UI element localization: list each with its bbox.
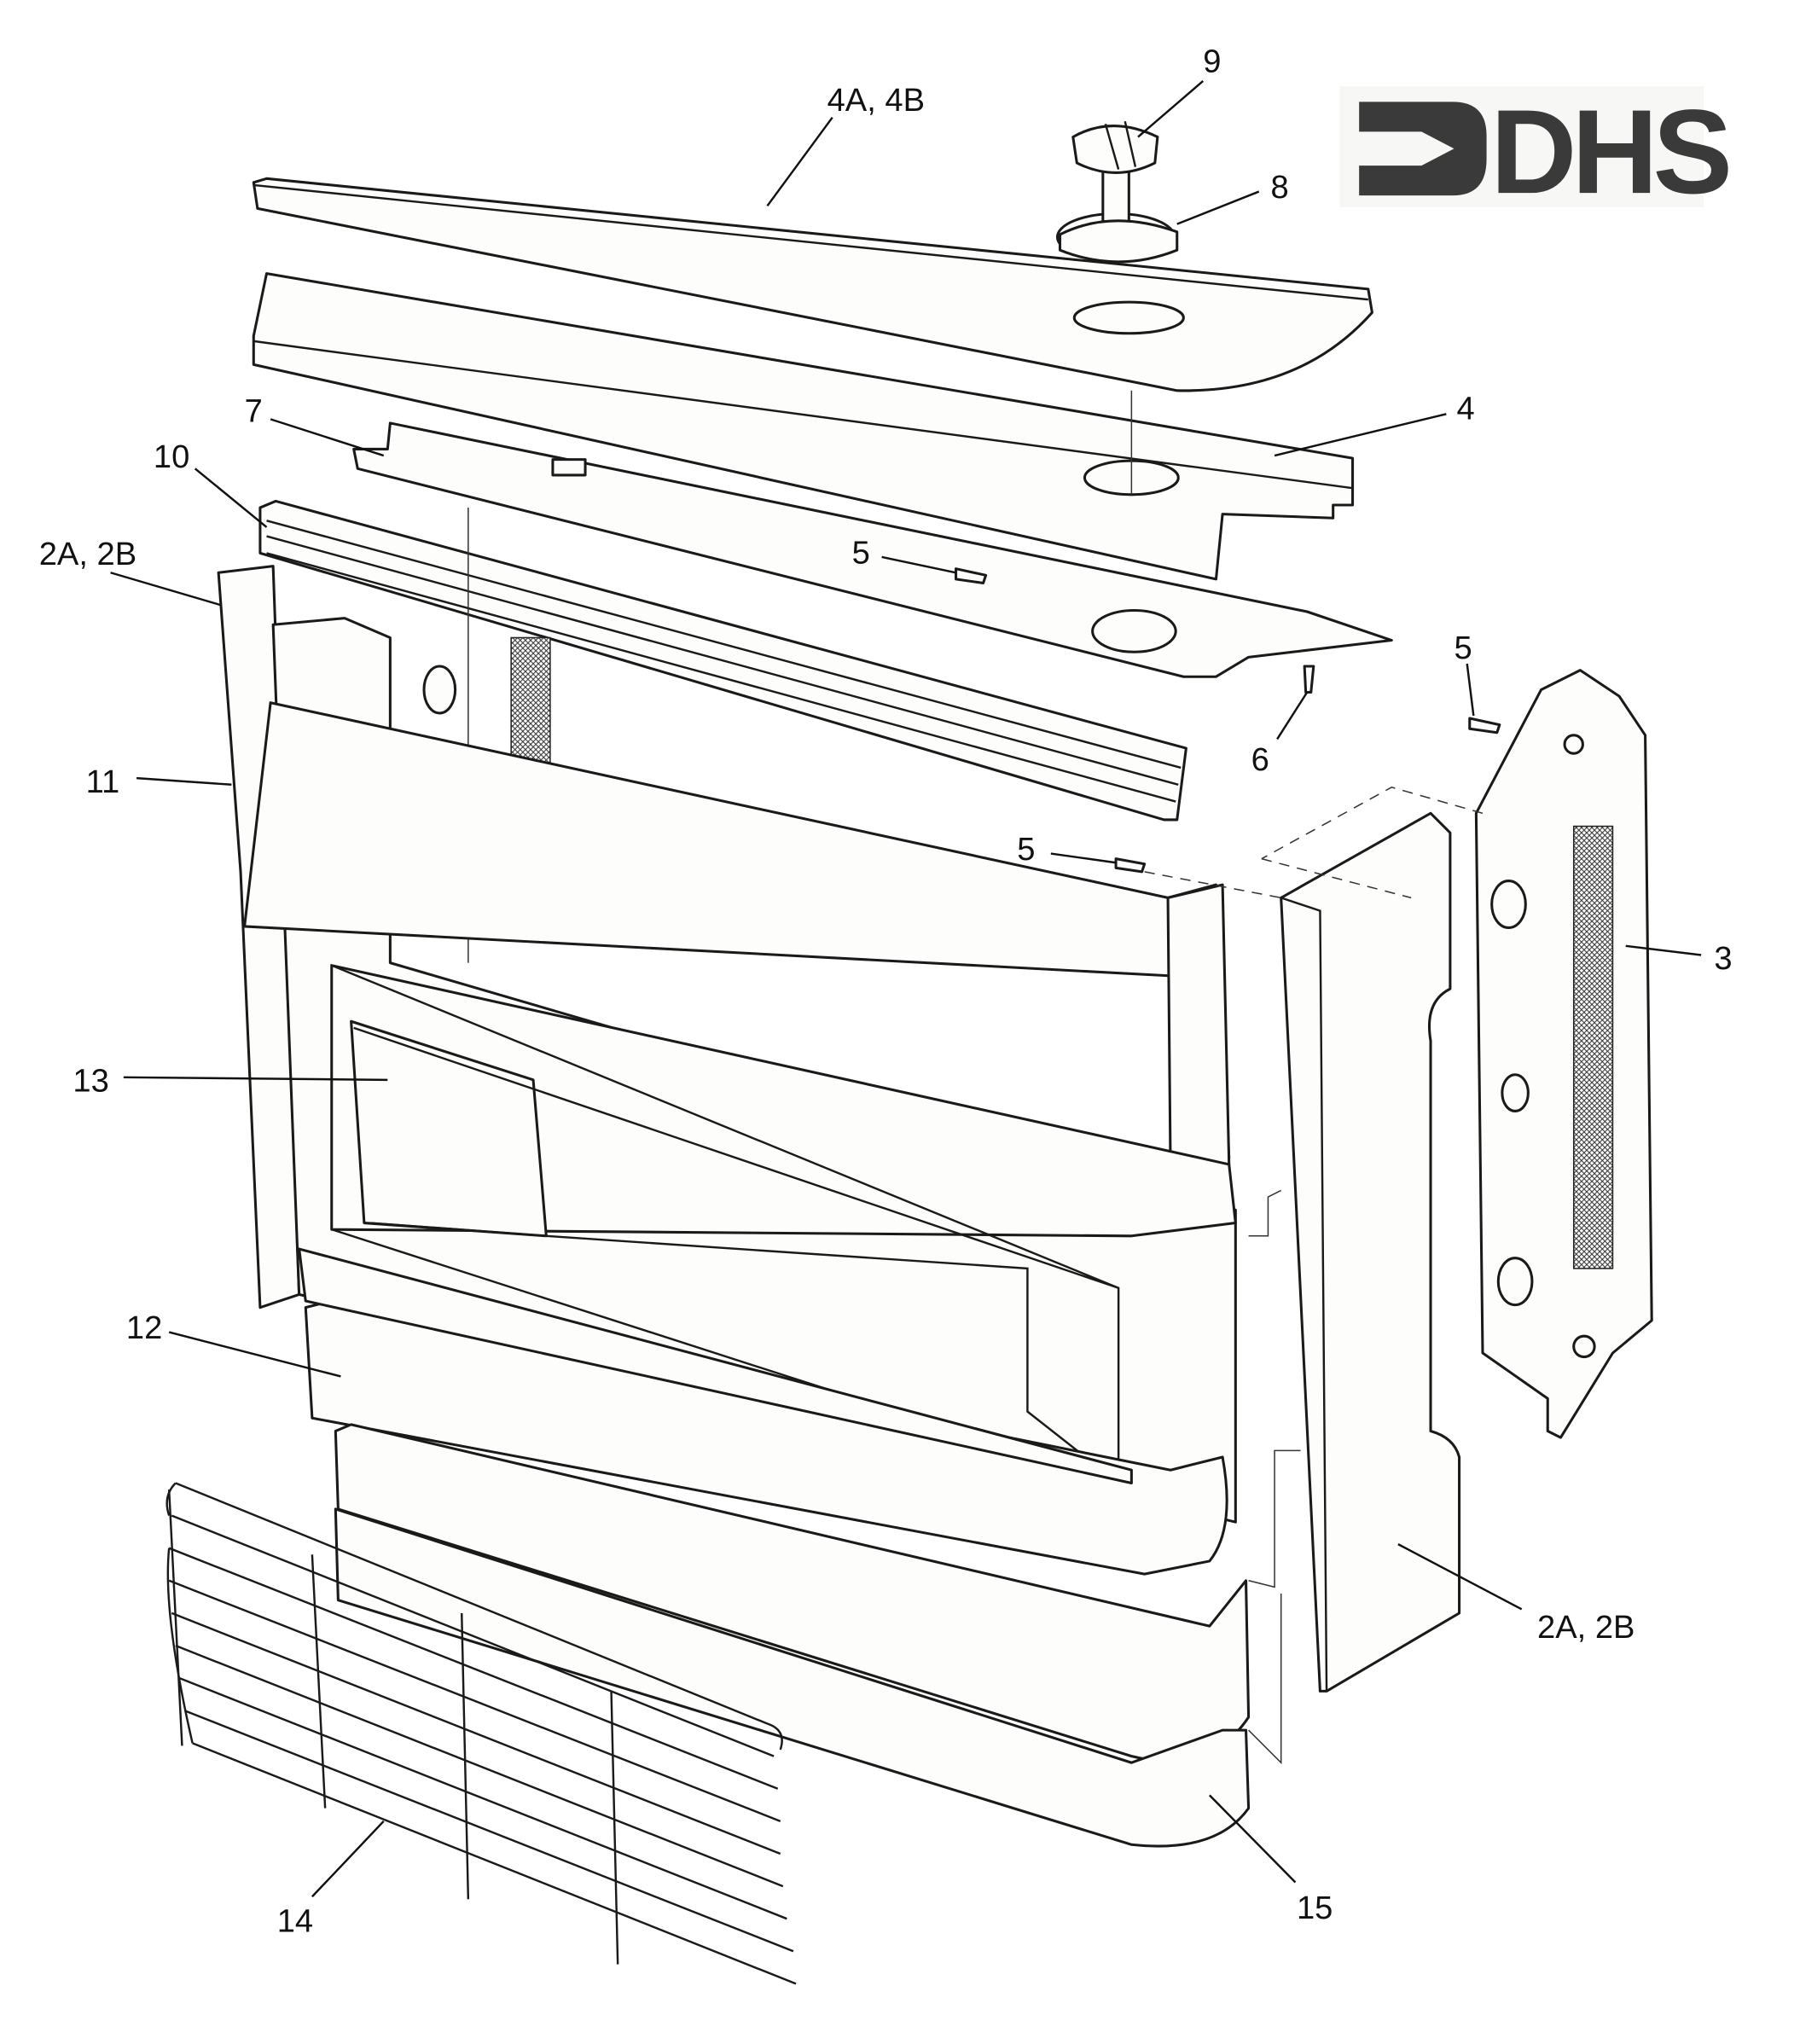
lower-panel-15 [334, 1423, 1251, 1848]
screw-5-right [1468, 717, 1501, 735]
screw-6 [1303, 665, 1315, 694]
dhs-logo: DHS [1339, 84, 1734, 218]
label-part-5-top: 5 [852, 536, 870, 572]
label-part-2a-2b-right: 2A, 2B [1537, 1610, 1635, 1646]
screw-5-mid [1114, 857, 1147, 874]
front-panel-11 [243, 701, 1231, 1173]
label-part-11: 11 [86, 764, 120, 800]
fire-guard-14 [165, 1482, 797, 1985]
label-part-13: 13 [73, 1064, 108, 1100]
leader-lines [110, 80, 1702, 1898]
window-frame-13 [330, 963, 1237, 1485]
label-part-5-mid: 5 [1017, 832, 1035, 868]
label-part-3: 3 [1714, 941, 1732, 977]
label-part-4a-4b: 4A, 4B [827, 83, 925, 119]
top-grille-10 [258, 499, 1187, 822]
label-part-6: 6 [1251, 742, 1269, 778]
label-part-9: 9 [1203, 44, 1221, 79]
top-panel-4a-4b [252, 177, 1373, 392]
label-part-5-right: 5 [1454, 630, 1472, 666]
label-part-2a-2b-left: 2A, 2B [39, 537, 136, 572]
label-part-7: 7 [245, 393, 263, 429]
screw-5-top [955, 567, 988, 584]
bottom-tray-12 [298, 1247, 1228, 1576]
knob-bezel-8 [1058, 219, 1179, 264]
top-panel-4 [252, 272, 1355, 581]
side-panel-right-2a-2b [1280, 811, 1461, 1693]
label-part-12: 12 [126, 1310, 162, 1346]
label-part-14: 14 [277, 1903, 313, 1939]
rear-side-panel-3 [1474, 669, 1653, 1439]
label-part-4: 4 [1457, 391, 1475, 427]
burner-plate-7 [352, 421, 1393, 678]
logo-text: DHS [1490, 84, 1728, 218]
label-part-10: 10 [154, 439, 189, 475]
label-part-8: 8 [1271, 170, 1289, 206]
label-part-15: 15 [1297, 1890, 1333, 1926]
